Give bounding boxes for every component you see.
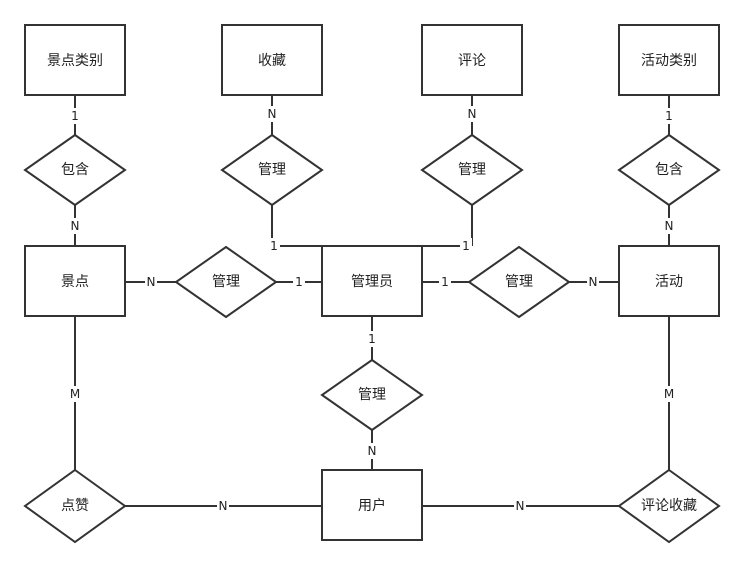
cardinality-label: 1	[71, 109, 79, 123]
relationship-like-label: 点赞	[61, 498, 89, 514]
relationship-comment-favorite-diamond[interactable]	[617, 468, 721, 544]
relationship-contains-left-diamond[interactable]	[23, 133, 127, 207]
entity-user-box[interactable]	[321, 469, 423, 541]
relationship-manage-scenic-label: 管理	[212, 274, 240, 290]
entity-favorite-label: 收藏	[258, 53, 286, 69]
cardinality-label: M	[70, 387, 80, 401]
relationship-contains-right-label: 包含	[655, 162, 683, 178]
cardinality-label: 1	[368, 332, 376, 346]
relationship-manage-activity-diamond[interactable]	[467, 245, 571, 319]
cardinality-label: N	[368, 444, 377, 458]
relationship-contains-right-diamond[interactable]	[617, 133, 721, 207]
cardinality-label: N	[268, 107, 277, 121]
cardinality-label: 1	[270, 239, 278, 253]
cardinality-label: N	[219, 499, 228, 513]
entity-admin-label: 管理员	[351, 274, 393, 290]
cardinality-label: 1	[295, 275, 303, 289]
cardinality-label: N	[468, 107, 477, 121]
relationship-manage-scenic-diamond[interactable]	[174, 245, 278, 319]
relationship-manage-favorite-label: 管理	[258, 162, 286, 178]
relationship-like-diamond[interactable]	[23, 468, 127, 544]
entity-activity-label: 活动	[655, 274, 683, 290]
relationship-manage-activity-label: 管理	[505, 274, 533, 290]
entity-activity-box[interactable]	[618, 245, 720, 317]
entity-scenic-category-label: 景点类别	[47, 53, 103, 69]
relationship-manage-comment-label: 管理	[458, 162, 486, 178]
relationship-comment-favorite-label: 评论收藏	[641, 498, 697, 514]
entity-comment-box[interactable]	[421, 24, 523, 96]
entity-scenic-spot-label: 景点	[61, 274, 89, 290]
entity-comment-label: 评论	[458, 53, 486, 69]
cardinality-label: M	[664, 387, 674, 401]
cardinality-label: N	[71, 219, 80, 233]
relationship-manage-favorite-diamond[interactable]	[220, 133, 324, 207]
entity-activity-category-label: 活动类别	[641, 53, 697, 69]
entity-favorite-box[interactable]	[221, 24, 323, 96]
relationship-manage-user-label: 管理	[358, 387, 386, 403]
entity-scenic-category-box[interactable]	[24, 24, 126, 96]
cardinality-label: 1	[441, 275, 449, 289]
cardinality-label: N	[665, 219, 674, 233]
entity-user-label: 用户	[358, 497, 386, 514]
cardinality-label: N	[589, 275, 598, 289]
entity-scenic-spot-box[interactable]	[24, 245, 126, 317]
cardinality-label: 1	[462, 239, 470, 253]
cardinality-label: 1	[665, 109, 673, 123]
entity-activity-category-box[interactable]	[618, 24, 720, 96]
cardinality-label: N	[147, 275, 156, 289]
relationship-manage-comment-diamond[interactable]	[420, 133, 524, 207]
relationship-contains-left-label: 包含	[61, 162, 89, 178]
entity-admin-box[interactable]	[321, 245, 423, 317]
relationship-manage-user-diamond[interactable]	[320, 358, 424, 432]
cardinality-label: N	[516, 499, 525, 513]
